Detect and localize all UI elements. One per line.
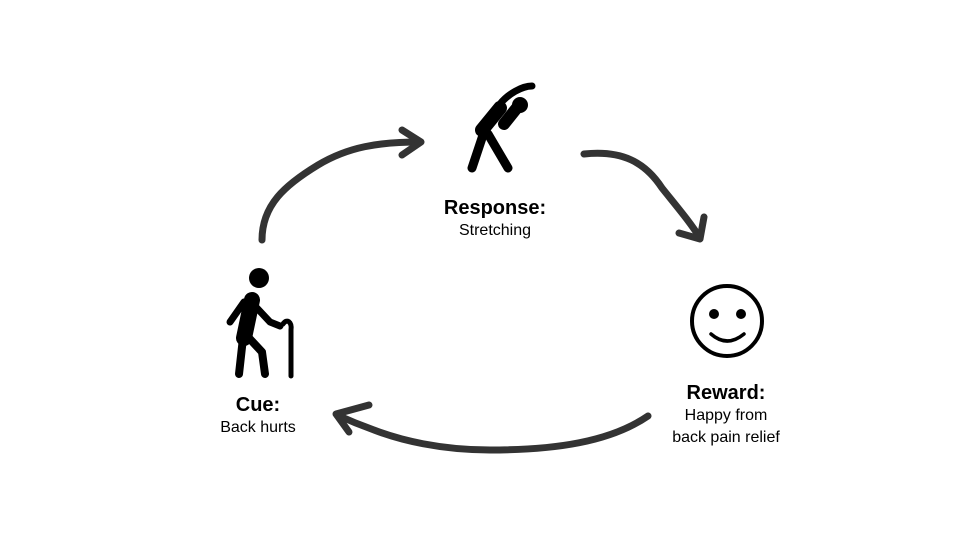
cue-node: Cue: Back hurts bbox=[178, 393, 338, 439]
response-node: Response: Stretching bbox=[395, 196, 595, 242]
arrow-reward-to-cue bbox=[332, 401, 652, 454]
reward-description: Happy from back pain relief bbox=[626, 405, 826, 449]
cue-description: Back hurts bbox=[220, 419, 296, 436]
response-description: Stretching bbox=[458, 222, 532, 239]
smiley-face-icon bbox=[690, 284, 764, 358]
stretching-person-icon bbox=[467, 82, 536, 173]
arrow-response-to-reward bbox=[580, 149, 708, 243]
reward-description-line: back pain relief bbox=[672, 429, 780, 446]
cue-title: Cue: bbox=[235, 394, 281, 416]
reward-node: Reward: Happy from back pain relief bbox=[626, 381, 826, 449]
elderly-person-with-cane-icon bbox=[226, 268, 294, 379]
reward-title: Reward: bbox=[686, 382, 766, 404]
response-title: Response: bbox=[443, 197, 547, 219]
reward-description-line: Happy from bbox=[684, 407, 768, 424]
arrow-cue-to-response bbox=[258, 126, 425, 244]
